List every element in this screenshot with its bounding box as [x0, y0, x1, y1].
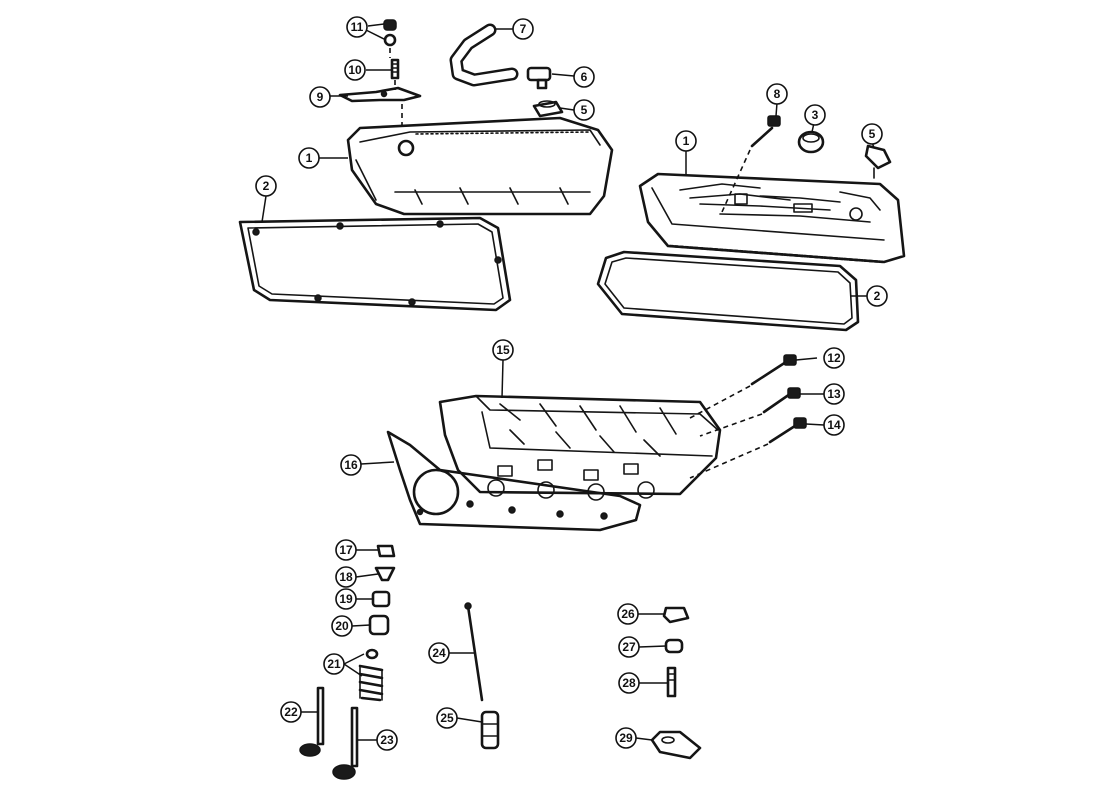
- leader-lines: [261, 23, 875, 741]
- svg-text:23: 23: [380, 733, 394, 747]
- callout-1-right: 1: [675, 130, 697, 152]
- pivot-nut-26: [662, 606, 690, 624]
- head-bolt-12: [750, 354, 797, 386]
- head-bolt-14: [768, 417, 807, 444]
- svg-text:10: 10: [348, 63, 362, 77]
- callout-11: 11: [346, 16, 368, 38]
- svg-text:28: 28: [622, 676, 636, 690]
- intake-valve-22: [299, 686, 325, 757]
- callout-6: 6: [573, 66, 595, 88]
- hose-7: [449, 23, 519, 87]
- cylinder-head-15: [438, 394, 722, 501]
- svg-text:19: 19: [339, 592, 353, 606]
- svg-text:2: 2: [874, 289, 881, 303]
- svg-text:5: 5: [581, 103, 588, 117]
- valve-cover-left: [346, 116, 614, 216]
- stud-10: [390, 58, 400, 80]
- callout-25: 25: [436, 707, 458, 729]
- callout-7: 7: [512, 18, 534, 40]
- callout-22: 22: [280, 701, 302, 723]
- callout-2-left: 2: [255, 175, 277, 197]
- svg-text:24: 24: [432, 646, 446, 660]
- callout-12: 12: [823, 347, 845, 369]
- svg-text:13: 13: [827, 387, 841, 401]
- callout-19: 19: [335, 588, 357, 610]
- callout-23: 23: [376, 729, 398, 751]
- callout-26: 26: [617, 603, 639, 625]
- callout-5-right: 5: [861, 123, 883, 145]
- svg-text:29: 29: [619, 731, 633, 745]
- exhaust-valve-23: [332, 706, 359, 780]
- svg-text:11: 11: [351, 20, 364, 34]
- valve-cover-right: [638, 172, 906, 264]
- ball-27: [664, 638, 684, 654]
- svg-text:22: 22: [284, 705, 298, 719]
- valve-spring-21: [358, 648, 384, 702]
- svg-text:16: 16: [344, 458, 358, 472]
- svg-text:12: 12: [827, 351, 841, 365]
- svg-text:8: 8: [774, 87, 781, 101]
- callout-24: 24: [428, 642, 450, 664]
- callout-29: 29: [615, 727, 637, 749]
- callout-5-left: 5: [573, 99, 595, 121]
- svg-text:15: 15: [496, 343, 510, 357]
- seal-19: [371, 590, 391, 608]
- stud-28: [666, 666, 677, 698]
- breather-5-right: [864, 144, 892, 179]
- gasket-right: [596, 250, 860, 332]
- rocker-arm-29: [650, 730, 702, 760]
- elbow-fitting-6: [526, 66, 552, 90]
- svg-text:1: 1: [683, 134, 690, 148]
- svg-text:26: 26: [621, 607, 635, 621]
- valve-lock-17: [376, 544, 396, 558]
- callout-3: 3: [804, 104, 826, 126]
- callout-18: 18: [335, 566, 357, 588]
- head-gasket-16: [386, 430, 642, 532]
- svg-text:17: 17: [339, 543, 353, 557]
- svg-text:14: 14: [827, 418, 841, 432]
- svg-text:7: 7: [520, 22, 527, 36]
- grommet-5-left: [532, 100, 564, 118]
- lifter-25: [480, 710, 500, 750]
- gasket-left: [238, 216, 512, 312]
- shield-20: [368, 614, 390, 636]
- svg-text:2: 2: [263, 179, 270, 193]
- svg-text:9: 9: [317, 90, 324, 104]
- retainer-18: [374, 566, 396, 582]
- callout-15: 15: [492, 339, 514, 361]
- callout-2-right: 2: [866, 285, 888, 307]
- svg-text:3: 3: [812, 108, 819, 122]
- callout-20: 20: [331, 615, 353, 637]
- callout-21: 21: [323, 653, 345, 675]
- cap-11: [383, 19, 397, 47]
- svg-text:5: 5: [869, 127, 876, 141]
- callout-16: 16: [340, 454, 362, 476]
- svg-text:18: 18: [339, 570, 353, 584]
- callout-28: 28: [618, 672, 640, 694]
- callout-1-left: 1: [298, 147, 320, 169]
- callout-9: 9: [309, 86, 331, 108]
- oil-filler-cap-3: [797, 130, 825, 154]
- svg-text:21: 21: [327, 657, 341, 671]
- callout-13: 13: [823, 383, 845, 405]
- callout-27: 27: [618, 636, 640, 658]
- svg-text:27: 27: [622, 640, 636, 654]
- svg-text:6: 6: [581, 70, 588, 84]
- head-bolt-13: [762, 387, 801, 414]
- pushrod-24: [464, 602, 484, 702]
- callout-14: 14: [823, 414, 845, 436]
- bracket-9: [338, 86, 422, 103]
- callout-8: 8: [766, 83, 788, 105]
- svg-text:1: 1: [306, 151, 313, 165]
- callout-17: 17: [335, 539, 357, 561]
- svg-text:20: 20: [335, 619, 349, 633]
- bolt-8: [750, 115, 781, 148]
- svg-text:25: 25: [440, 711, 454, 725]
- callout-10: 10: [344, 59, 366, 81]
